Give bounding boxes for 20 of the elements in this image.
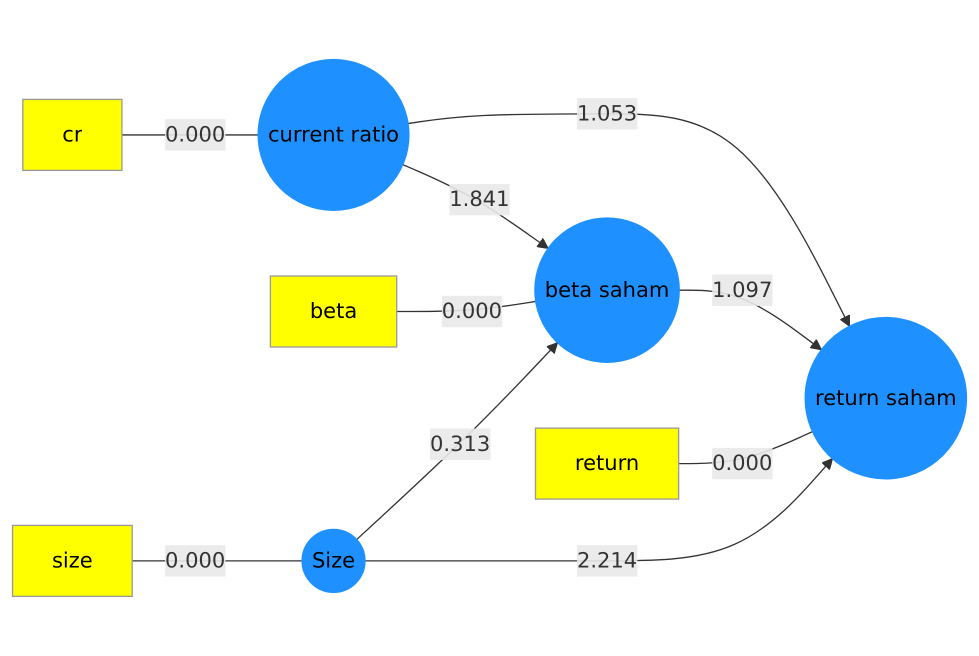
edge-label: 1.053: [576, 100, 638, 126]
edge-label: 0.000: [165, 548, 226, 573]
node-circle: beta saham: [534, 217, 680, 364]
node-circle: return saham: [804, 316, 968, 480]
node-box: beta: [270, 275, 398, 348]
node-box: size: [12, 524, 133, 598]
edge-label: 1.097: [712, 277, 772, 302]
node-circle: current ratio: [257, 58, 410, 211]
node-box: cr: [22, 98, 123, 172]
edge-label: 0.000: [442, 298, 502, 324]
edge-label: 2.214: [576, 548, 638, 573]
node-box: return: [534, 428, 680, 500]
edge-label: 0.313: [430, 431, 490, 456]
node-circle: Size: [301, 528, 366, 594]
edge-label: 0.000: [165, 122, 226, 147]
edge-label: 1.841: [449, 186, 510, 212]
arrow: [402, 164, 549, 249]
arrow: [356, 342, 558, 540]
edge-label: 0.000: [712, 450, 772, 476]
arrow: [408, 113, 850, 327]
